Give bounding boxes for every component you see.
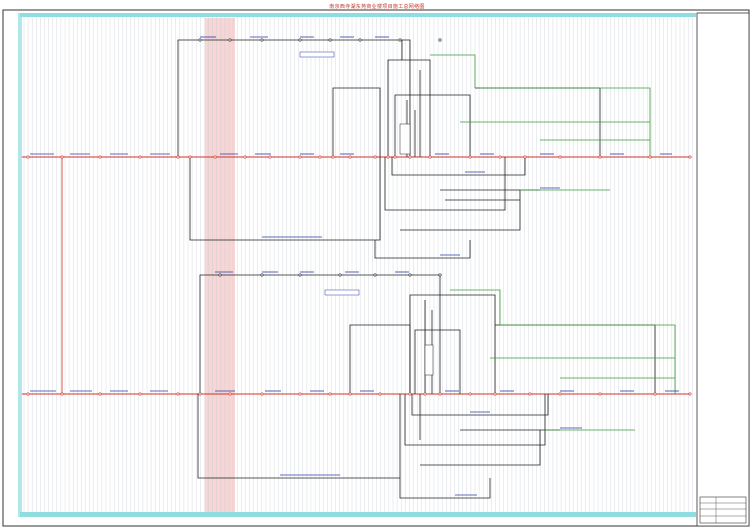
- event-node: [228, 392, 232, 396]
- event-node: [260, 392, 264, 396]
- event-node: [188, 155, 192, 159]
- event-node: [468, 155, 472, 159]
- event-node: [348, 155, 352, 159]
- note-box: [299, 51, 335, 58]
- event-node: [558, 155, 562, 159]
- left-band: [18, 13, 22, 517]
- event-node: [428, 155, 432, 159]
- event-node: [260, 38, 264, 42]
- event-node: [423, 392, 427, 396]
- event-node: [198, 392, 202, 396]
- event-node: [260, 273, 264, 277]
- event-node: [298, 273, 302, 277]
- event-node: [438, 38, 442, 42]
- event-node: [558, 392, 562, 396]
- event-node: [408, 273, 412, 277]
- note-box: [424, 344, 434, 376]
- event-node: [268, 155, 272, 159]
- event-node: [328, 392, 332, 396]
- event-node: [386, 155, 390, 159]
- event-node: [176, 392, 180, 396]
- event-node: [528, 392, 532, 396]
- event-node: [138, 392, 142, 396]
- event-node: [468, 392, 472, 396]
- event-node: [298, 392, 302, 396]
- event-nodes: [26, 38, 692, 396]
- event-node: [393, 155, 397, 159]
- event-node: [243, 155, 247, 159]
- note-box: [399, 123, 411, 155]
- event-node: [218, 273, 222, 277]
- event-node: [298, 38, 302, 42]
- highlight-band: [205, 18, 235, 512]
- event-node: [358, 38, 362, 42]
- event-node: [318, 155, 322, 159]
- event-node: [523, 155, 527, 159]
- event-node: [688, 392, 692, 396]
- activity-labels: [30, 36, 679, 496]
- lower-green-branches: [450, 289, 676, 431]
- event-node: [598, 155, 602, 159]
- event-node: [408, 392, 412, 396]
- event-node: [328, 38, 332, 42]
- right-panel: [696, 12, 750, 527]
- event-node: [338, 273, 342, 277]
- event-node: [331, 155, 335, 159]
- event-node: [26, 155, 30, 159]
- title-block: [699, 496, 747, 524]
- timeline-grid: [23, 17, 693, 512]
- event-node: [398, 38, 402, 42]
- event-node: [98, 392, 102, 396]
- event-node: [198, 38, 202, 42]
- event-node: [648, 155, 652, 159]
- event-node: [176, 155, 180, 159]
- bottom-time-band: [20, 512, 696, 517]
- event-node: [348, 392, 352, 396]
- event-node: [438, 392, 442, 396]
- top-time-band: [20, 13, 696, 17]
- event-node: [378, 392, 382, 396]
- event-node: [408, 155, 412, 159]
- event-node: [373, 155, 377, 159]
- event-node: [373, 273, 377, 277]
- event-node: [653, 392, 657, 396]
- event-node: [213, 155, 217, 159]
- event-node: [138, 155, 142, 159]
- diagram-title: 南京西寺湖东苑商业楼项目施工总网络图: [329, 4, 425, 10]
- event-node: [60, 155, 64, 159]
- event-node: [688, 155, 692, 159]
- event-node: [98, 155, 102, 159]
- event-node: [498, 155, 502, 159]
- event-node: [493, 392, 497, 396]
- event-node: [26, 392, 30, 396]
- event-node: [438, 273, 442, 277]
- upper-green-branches: [430, 54, 651, 191]
- note-box: [324, 289, 360, 296]
- event-node: [598, 392, 602, 396]
- event-node: [228, 38, 232, 42]
- event-node: [60, 392, 64, 396]
- event-node: [298, 155, 302, 159]
